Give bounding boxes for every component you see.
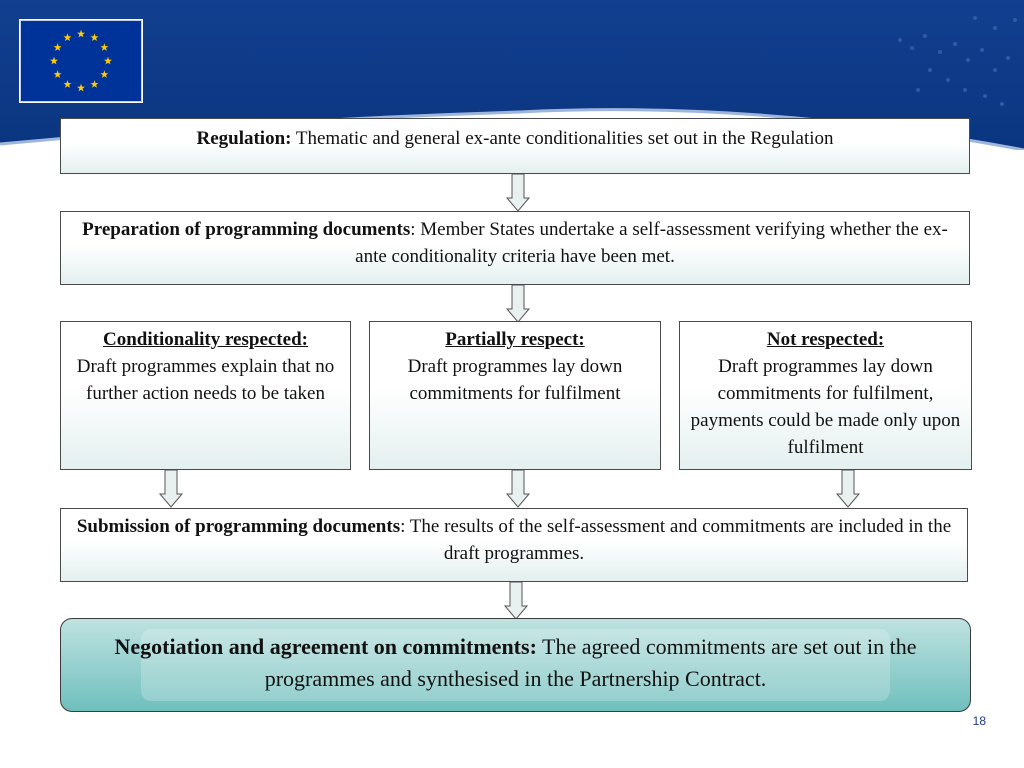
- preparation-title: Preparation of programming documents: [82, 219, 411, 240]
- negotiation-title: Negotiation and agreement on commitments…: [114, 634, 537, 659]
- branch-text: Draft programmes lay down commitments fo…: [690, 356, 961, 458]
- star-icon: [90, 33, 99, 42]
- preparation-text: : Member States undertake a self-assessm…: [355, 219, 948, 267]
- star-icon: [100, 70, 109, 78]
- star-icon: [53, 43, 62, 51]
- down-arrow-icon: [836, 470, 860, 508]
- branch-box-not-respected: Not respected: Draft programmes lay down…: [679, 321, 972, 470]
- branch-title: Conditionality respected:: [103, 329, 308, 350]
- regulation-title: Regulation:: [196, 128, 292, 149]
- preparation-box: Preparation of programming documents: Me…: [60, 211, 970, 285]
- branch-box-respected: Conditionality respected: Draft programm…: [60, 321, 351, 470]
- star-icon: [90, 80, 99, 88]
- submission-box: Submission of programming documents: The…: [60, 508, 968, 582]
- page-number: 18: [972, 714, 986, 728]
- star-icon: [77, 29, 85, 38]
- negotiation-box: Negotiation and agreement on commitments…: [60, 618, 971, 712]
- branch-box-partial: Partially respect: Draft programmes lay …: [369, 321, 661, 470]
- negotiation-text: The agreed commitments are set out in th…: [264, 634, 917, 691]
- eu-flag-stars: [50, 29, 112, 92]
- star-icon: [53, 70, 62, 78]
- branch-text: Draft programmes lay down commitments fo…: [407, 356, 623, 404]
- star-icon: [50, 56, 58, 65]
- down-arrow-icon: [159, 470, 183, 508]
- down-arrow-icon: [506, 285, 530, 323]
- negotiation-content: Negotiation and agreement on commitments…: [75, 631, 956, 695]
- star-icon: [63, 80, 72, 88]
- eu-flag-icon: [20, 20, 142, 102]
- star-icon: [100, 43, 109, 51]
- star-icon: [63, 33, 72, 42]
- branch-title: Partially respect:: [445, 329, 585, 350]
- regulation-text: Thematic and general ex-ante conditional…: [291, 128, 834, 149]
- submission-title: Submission of programming documents: [76, 516, 401, 537]
- submission-text: : The results of the self-assessment and…: [400, 516, 952, 564]
- down-arrow-icon: [506, 174, 530, 212]
- star-icon: [104, 56, 112, 65]
- star-icon: [77, 83, 85, 92]
- down-arrow-icon: [506, 470, 530, 508]
- regulation-box: Regulation: Thematic and general ex-ante…: [60, 118, 970, 174]
- branch-text: Draft programmes explain that no further…: [76, 356, 335, 404]
- branch-title: Not respected:: [766, 329, 885, 350]
- down-arrow-icon: [504, 582, 528, 620]
